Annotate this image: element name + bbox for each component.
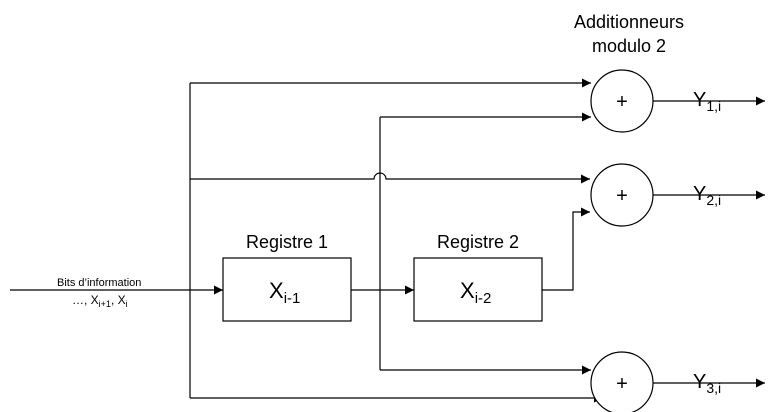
- adder-3-symbol: +: [616, 373, 628, 395]
- output-label-1: Y1,i: [693, 89, 721, 114]
- register-1-value: Xi-1: [269, 278, 300, 307]
- wire-register-2-to-adder-2: [542, 207, 590, 291]
- output-label-3: Y3,i: [693, 371, 721, 396]
- adder-1-symbol: +: [616, 91, 628, 113]
- register-2-label: Registre 2: [437, 232, 519, 252]
- title-line-2: modulo 2: [592, 36, 666, 56]
- output-label-2: Y2,i: [693, 183, 721, 208]
- input-label: Bits d’information: [57, 277, 141, 289]
- register-2-value: Xi-2: [460, 278, 491, 307]
- register-2-box: [413, 257, 543, 322]
- input-sequence: …, Xi+1, Xi: [72, 293, 128, 309]
- adder-2-symbol: +: [616, 185, 628, 207]
- register-1-label: Registre 1: [246, 232, 328, 252]
- register-1-box: [222, 257, 352, 322]
- title-line-1: Additionneurs: [574, 12, 684, 32]
- wire-input-to-adder-2: [190, 172, 590, 184]
